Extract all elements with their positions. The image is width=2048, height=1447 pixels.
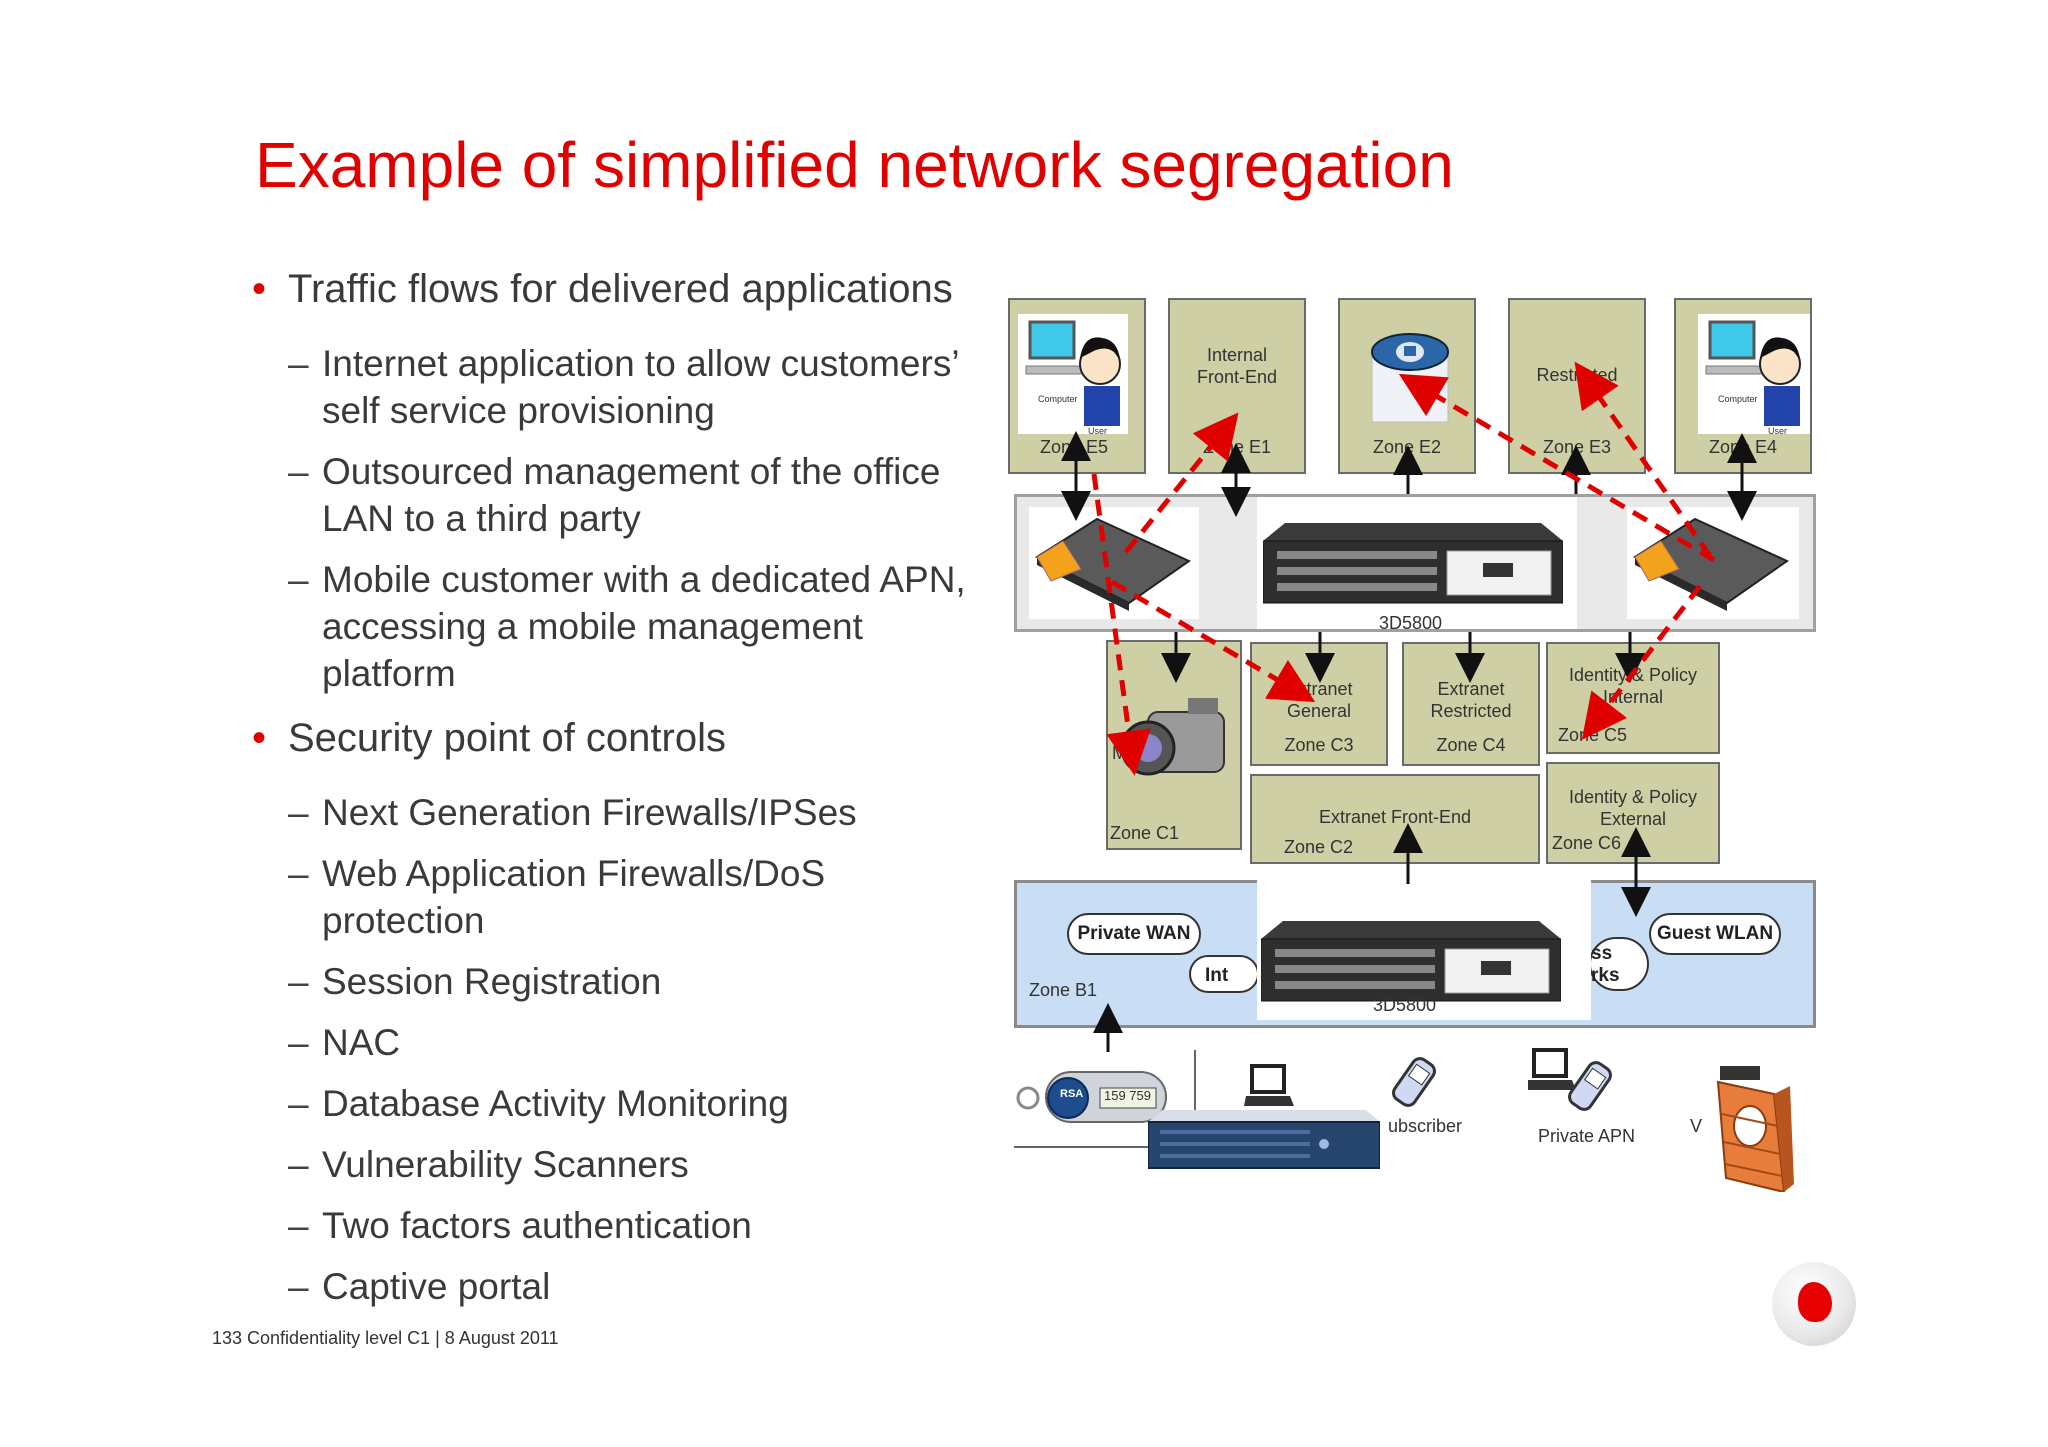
label-v-partial: V xyxy=(1690,1116,1703,1136)
zone-c1-label: Zone C1 xyxy=(1110,823,1180,843)
zone-e3-box: Restricted Zone E3 xyxy=(1508,298,1646,474)
zone-c2-label: Zone C2 xyxy=(1284,837,1354,857)
device-label-bottom: 3D5800 xyxy=(1373,995,1437,1015)
zone-c2-name: Extranet Front-End xyxy=(1318,807,1472,827)
cloud-private-wan: Private WAN xyxy=(1067,913,1201,955)
zone-e5-box: Computer User Zone E5 xyxy=(1008,298,1146,474)
cloud-guest-wlan: Guest WLAN xyxy=(1649,913,1781,955)
network-diagram: Computer User Zone E5 Internal Front-End… xyxy=(1008,290,1818,1210)
server-appliance-icon xyxy=(1261,921,1561,1002)
icon-label-user: User xyxy=(1088,426,1108,436)
bullet-traffic-flows: Traffic flows for delivered applications xyxy=(250,262,990,316)
computer-user-icon xyxy=(1705,320,1801,426)
slide-title: Example of simplified network segregatio… xyxy=(255,129,1454,201)
firewall-brick-icon xyxy=(1716,1066,1794,1192)
laptop-phone-icon xyxy=(1528,1048,1612,1111)
subitem: NAC xyxy=(250,1019,990,1066)
zone-e1-name: Internal Front-End xyxy=(1196,345,1278,387)
server-appliance-icon xyxy=(1263,523,1563,604)
subitem: Two factors authentication xyxy=(250,1202,990,1249)
token-brand: RSA xyxy=(1060,1088,1084,1100)
cloud-internet: Int xyxy=(1189,955,1259,993)
flow-arrows-layer xyxy=(1061,361,1757,1052)
zone-c6-box: Identity & Policy External Zone C6 xyxy=(1546,762,1720,864)
icon-label-computer: Computer xyxy=(1038,394,1078,404)
label-subscriber: ubscriber xyxy=(1388,1116,1463,1136)
subitem: Captive portal xyxy=(250,1263,990,1310)
zone-c4-label: Zone C4 xyxy=(1436,735,1506,755)
zone-c6-label: Zone C6 xyxy=(1552,833,1622,853)
subitem: Next Generation Firewalls/IPSes xyxy=(250,789,990,836)
zone-c6-name: Identity & Policy External xyxy=(1568,787,1698,829)
zone-b1-label: Zone B1 xyxy=(1029,980,1098,1000)
access-band: Private WAN Int ss rks Guest WLAN Zone B… xyxy=(1014,880,1816,1028)
subitem: Session Registration xyxy=(250,958,990,1005)
token-code: 159 759 xyxy=(1104,1088,1151,1103)
zone-c3-label: Zone C3 xyxy=(1284,735,1354,755)
vodafone-logo xyxy=(1772,1262,1856,1346)
subitem: Internet application to allow customers’… xyxy=(250,340,990,434)
subitem: Database Activity Monitoring xyxy=(250,1080,990,1127)
subitem: Vulnerability Scanners xyxy=(250,1141,990,1188)
label-private-apn: Private APN xyxy=(1538,1126,1636,1146)
bullet-security-controls: Security point of controls xyxy=(250,711,990,765)
subitem: Mobile customer with a dedicated APN, ac… xyxy=(250,556,990,697)
subitem: Web Application Firewalls/DoS protection xyxy=(250,850,990,944)
bullet-list: Traffic flows for delivered applications… xyxy=(250,262,990,1324)
rsa-token-icon xyxy=(1016,1071,1167,1123)
zone-c4-name: Extranet Restricted xyxy=(1430,679,1512,721)
mobile-phone-icon xyxy=(1392,1057,1436,1107)
icon-label-user: User xyxy=(1768,426,1788,436)
icon-label-computer: Computer xyxy=(1718,394,1758,404)
firewall-appliance-icon xyxy=(1034,517,1192,611)
rack-server-icon xyxy=(1148,1110,1380,1169)
computer-user-icon xyxy=(1025,320,1121,426)
device-label-top: 3D5800 xyxy=(1379,613,1443,633)
firewall-band: 3D5800 xyxy=(1014,494,1816,633)
subitem: Outsourced management of the office LAN … xyxy=(250,448,990,542)
laptop-icon xyxy=(1244,1064,1294,1106)
slide-footer: 133 Confidentiality level C1 | 8 August … xyxy=(212,1328,559,1348)
